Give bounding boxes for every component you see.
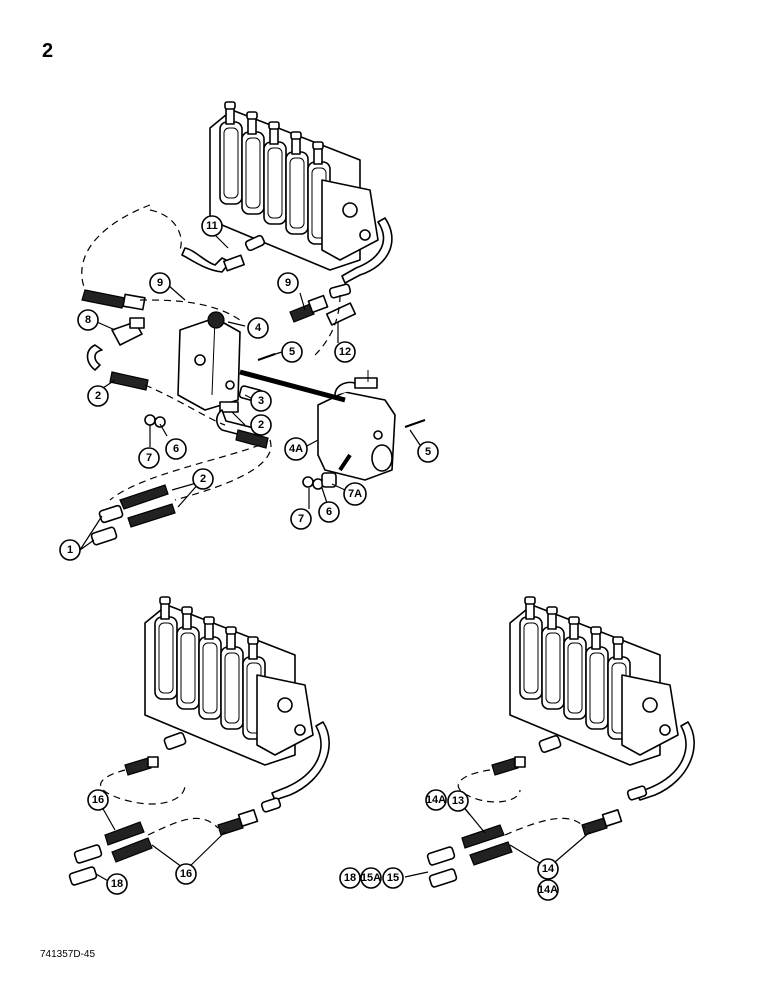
callout-6-left-label: 6 (173, 443, 179, 455)
hose-9-left (81, 289, 146, 311)
washers-6-7 (144, 414, 337, 490)
callout-15-label: 15 (387, 872, 399, 884)
callout-4: 4 (247, 317, 269, 339)
callout-15a-label: 15A (361, 872, 381, 884)
callout-8-label: 8 (85, 314, 91, 326)
callout-7a-label: 7A (348, 488, 362, 500)
fitting-12 (325, 302, 357, 326)
callout-18-left-label: 18 (111, 878, 123, 890)
dashed-hose-lines-bottom-left (100, 769, 219, 836)
callout-16-left: 16 (87, 789, 109, 811)
dashed-hose-lines-bottom-right (457, 769, 586, 836)
top-valve-bank (210, 102, 378, 270)
callout-9-left: 9 (149, 272, 171, 294)
document-code: 741357D-45 (40, 949, 96, 960)
callout-7-right-label: 7 (298, 513, 304, 525)
callout-16-left-label: 16 (92, 794, 104, 806)
callout-9-left-label: 9 (157, 277, 163, 289)
callout-14a-top-label: 14A (426, 794, 446, 806)
elbow-fitting-11 (181, 234, 266, 273)
callout-5-right: 5 (417, 441, 439, 463)
callout-15: 15 (382, 867, 404, 889)
callout-6-left: 6 (165, 438, 187, 460)
callout-3-label: 3 (258, 395, 264, 407)
hose-2-left (109, 371, 149, 391)
callout-13: 13 (447, 790, 469, 812)
page-number: 2 (42, 40, 54, 62)
callout-16-right: 16 (175, 863, 197, 885)
callout-4a: 4A (284, 437, 308, 461)
callout-16-right-label: 16 (180, 868, 192, 880)
callout-2-bottom: 2 (192, 468, 214, 490)
callout-12-label: 12 (339, 346, 351, 358)
callout-7a: 7A (343, 482, 367, 506)
callout-15a: 15A (360, 867, 382, 889)
callout-6-right-label: 6 (326, 506, 332, 518)
callout-5-right-label: 5 (425, 446, 431, 458)
callout-18-right-label: 18 (344, 872, 356, 884)
black-tube-2 (338, 453, 352, 472)
callout-7-right: 7 (290, 508, 312, 530)
callout-5-top-label: 5 (289, 346, 295, 358)
callout-6-right: 6 (318, 501, 340, 523)
callout-2-bottom-label: 2 (200, 473, 206, 485)
callout-3: 3 (250, 390, 272, 412)
black-tube (239, 369, 346, 403)
callout-2-mid: 2 (250, 414, 272, 436)
callout-1: 1 (59, 539, 81, 561)
callout-4a-label: 4A (289, 443, 303, 455)
fitting-9-right (289, 283, 352, 323)
callout-14a-bottom: 14A (537, 879, 559, 901)
bottom-left-outlet-tube (271, 721, 330, 801)
top-valve-outlet-tube (341, 217, 393, 284)
bottom-right-fittings (426, 734, 648, 888)
callout-14a-top: 14A (425, 789, 447, 811)
callout-18-left: 18 (106, 873, 128, 895)
callout-18-right: 18 (339, 867, 361, 889)
callout-1-label: 1 (67, 544, 73, 556)
hoses-2-bottom (90, 484, 176, 546)
callout-2-left: 2 (87, 385, 109, 407)
dashed-hose-lines-top (81, 204, 341, 501)
callout-7-left: 7 (138, 447, 160, 469)
tee-fitting-8 (86, 317, 145, 371)
bottom-left-fittings (68, 731, 282, 886)
callout-9-right-label: 9 (285, 277, 291, 289)
callout-11: 11 (201, 215, 223, 237)
callout-8: 8 (77, 309, 99, 331)
bottom-right-valve-bank (510, 597, 678, 765)
callout-7-left-label: 7 (146, 452, 152, 464)
callout-2-mid-label: 2 (258, 419, 264, 431)
callout-5-top: 5 (281, 341, 303, 363)
callout-11-label: 11 (206, 220, 218, 232)
callout-14a-bottom-label: 14A (538, 884, 558, 896)
priority-valve (177, 311, 241, 411)
callout-2-left-label: 2 (95, 390, 101, 402)
flow-divider-valve (317, 370, 396, 481)
callout-12: 12 (334, 341, 356, 363)
callout-9-right: 9 (277, 272, 299, 294)
callout-14: 14 (537, 858, 559, 880)
callout-4-label: 4 (255, 322, 262, 334)
callout-14-label: 14 (542, 863, 555, 875)
callout-13-label: 13 (452, 795, 464, 807)
